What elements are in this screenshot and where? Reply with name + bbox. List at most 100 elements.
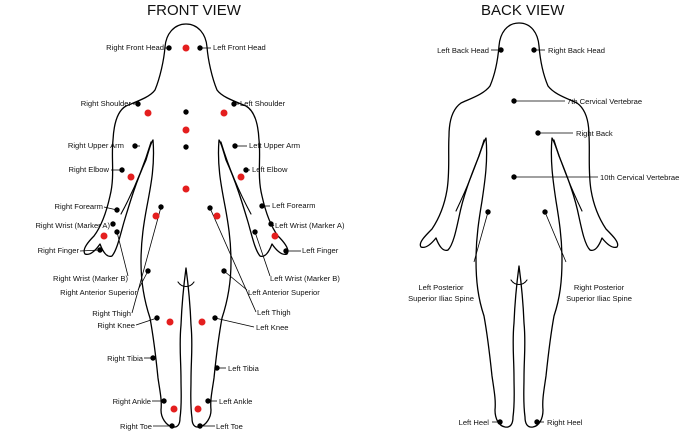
marker-right-shoulder	[135, 101, 141, 107]
back-body-outline	[419, 22, 619, 428]
marker-left-back-head	[498, 47, 504, 53]
red-marker-left-knee	[198, 318, 206, 326]
front-right-inner-arm	[220, 141, 252, 215]
red-marker-forehead	[182, 44, 190, 52]
label-right-back: Right Back	[576, 129, 613, 138]
front-view-title: FRONT VIEW	[147, 2, 242, 19]
red-marker-right-elbow	[127, 173, 135, 181]
label-left-upper-arm: Left Upper Arm	[249, 141, 300, 150]
label-left-psis-line2: Superior Iliac Spine	[408, 294, 474, 303]
back-silhouette	[419, 22, 619, 428]
front-silhouette	[83, 23, 289, 428]
label-left-wrist-b: Left Wrist (Marker B)	[270, 274, 340, 283]
label-right-thigh: Right Thigh	[92, 309, 131, 318]
label-right-back-head: Right Back Head	[548, 46, 605, 55]
marker-left-front-head	[197, 45, 203, 51]
label-t10: 10th Cervical Vertebrae	[600, 173, 679, 182]
back-markers	[485, 47, 548, 425]
red-marker-right-hip	[152, 212, 160, 220]
red-marker-left-shoulder	[220, 109, 228, 117]
label-left-wrist-a: Left Wrist (Marker A)	[275, 221, 345, 230]
red-marker-right-knee	[166, 318, 174, 326]
red-marker-right-foot	[170, 405, 178, 413]
marker-left-knee	[212, 315, 218, 321]
marker-left-tibia	[214, 365, 220, 371]
marker-left-finger	[283, 248, 289, 254]
back-crotch-line	[510, 279, 528, 286]
front-body-outline	[83, 23, 289, 428]
label-right-tibia: Right Tibia	[107, 354, 144, 363]
label-left-elbow: Left Elbow	[252, 165, 288, 174]
label-left-knee: Left Knee	[256, 323, 289, 332]
label-left-heel: Left Heel	[459, 418, 490, 427]
label-right-ankle: Right Ankle	[113, 397, 151, 406]
marker-right-ankle	[161, 398, 167, 404]
label-left-ankle: Left Ankle	[219, 397, 252, 406]
label-left-forearm: Left Forearm	[272, 201, 315, 210]
label-left-shoulder: Left Shoulder	[240, 99, 286, 108]
label-left-front-head: Left Front Head	[213, 43, 266, 52]
marker-left-toe	[197, 423, 203, 429]
label-right-finger: Right Finger	[38, 246, 80, 255]
marker-right-anterior-superior	[145, 268, 151, 274]
marker-right-psis	[542, 209, 548, 215]
label-right-heel: Right Heel	[547, 418, 583, 427]
back-left-inner-arm	[455, 139, 485, 212]
marker-right-back	[535, 130, 541, 136]
label-left-back-head: Left Back Head	[437, 46, 489, 55]
label-right-toe: Right Toe	[120, 422, 152, 431]
back-labels: Left Back Head Right Back Head 7th Cervi…	[408, 46, 679, 427]
label-left-finger: Left Finger	[302, 246, 339, 255]
marker-right-back-head	[531, 47, 537, 53]
label-right-upper-arm: Right Upper Arm	[68, 141, 124, 150]
label-right-elbow: Right Elbow	[68, 165, 109, 174]
label-right-anterior-superior: Right Anterior Superior	[60, 288, 137, 297]
label-left-psis-line1: Left Posterior	[418, 283, 464, 292]
front-labels: Right Front Head Left Front Head Right S…	[35, 43, 344, 431]
marker-left-anterior-superior	[221, 268, 227, 274]
label-left-thigh: Left Thigh	[257, 308, 291, 317]
label-right-psis-line1: Right Posterior	[574, 283, 625, 292]
red-marker-sternum	[182, 126, 190, 134]
marker-right-tibia	[150, 355, 156, 361]
label-right-psis-line2: Superior Iliac Spine	[566, 294, 632, 303]
front-red-markers	[100, 44, 279, 413]
label-right-front-head: Right Front Head	[106, 43, 164, 52]
marker-right-front-head	[166, 45, 172, 51]
marker-c7	[511, 98, 517, 104]
red-marker-left-hip	[213, 212, 221, 220]
red-marker-left-elbow	[237, 173, 245, 181]
marker-left-thigh	[207, 205, 213, 211]
marker-right-knee	[154, 315, 160, 321]
marker-left-heel	[497, 419, 503, 425]
label-right-knee: Right Knee	[97, 321, 135, 330]
marker-right-wrist-a	[110, 221, 116, 227]
marker-left-elbow	[243, 167, 249, 173]
back-right-inner-arm	[553, 139, 583, 212]
marker-left-forearm	[259, 203, 265, 209]
label-left-tibia: Left Tibia	[228, 364, 260, 373]
label-right-wrist-b: Right Wrist (Marker B)	[53, 274, 128, 283]
marker-t10	[511, 174, 517, 180]
marker-right-forearm	[114, 207, 120, 213]
marker-sternum-lower	[183, 144, 189, 150]
marker-sternum-upper	[183, 109, 189, 115]
marker-right-wrist-b	[114, 229, 120, 235]
label-c7: 7th Cervical Vertebrae	[567, 97, 642, 106]
label-right-wrist-a: Right Wrist (Marker A)	[35, 221, 110, 230]
marker-right-thigh	[158, 204, 164, 210]
red-marker-left-foot	[194, 405, 202, 413]
marker-left-upper-arm	[232, 143, 238, 149]
red-marker-right-shoulder	[144, 109, 152, 117]
label-right-forearm: Right Forearm	[54, 202, 103, 211]
red-marker-right-hand	[100, 232, 108, 240]
marker-right-finger	[97, 247, 103, 253]
front-crotch-line	[177, 281, 195, 288]
marker-right-toe	[169, 423, 175, 429]
marker-left-shoulder	[231, 101, 237, 107]
back-view: BACK VIEW	[408, 2, 679, 428]
front-left-inner-arm	[120, 141, 152, 215]
label-right-shoulder: Right Shoulder	[81, 99, 132, 108]
red-marker-abdomen	[182, 185, 190, 193]
